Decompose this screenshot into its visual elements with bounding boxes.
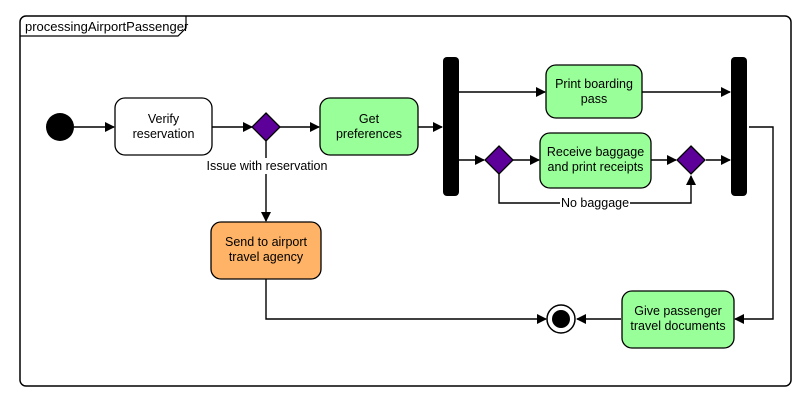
final-node[interactable] <box>546 304 576 334</box>
action-get-preferences[interactable]: Get preferences <box>319 97 419 156</box>
agency-line1: Send to airport <box>225 235 308 249</box>
frame-tab <box>20 16 187 37</box>
edge-label-no-baggage: No baggage <box>561 196 629 210</box>
edge-join-documents <box>734 126 774 324</box>
documents-line1: Give passenger <box>634 304 722 318</box>
edge-agency-final <box>265 279 547 324</box>
issue-label-bg <box>204 158 330 174</box>
action-receive-baggage[interactable]: Receive baggage and print receipts <box>539 132 652 189</box>
preferences-line1: Get <box>359 112 380 126</box>
baggage-line1: Receive baggage <box>547 145 644 159</box>
boarding-line2: pass <box>581 92 607 106</box>
preferences-line2: preferences <box>336 127 402 141</box>
action-print-boarding-pass[interactable]: Print boarding pass <box>545 64 643 119</box>
decision-reservation[interactable] <box>251 112 281 142</box>
fork-bar[interactable] <box>443 57 459 196</box>
merge-baggage[interactable] <box>676 145 706 175</box>
join-bar[interactable] <box>731 57 747 196</box>
no-baggage-label-bg <box>560 196 630 211</box>
action-send-to-agency[interactable]: Send to airport travel agency <box>210 221 322 280</box>
agency-line2: travel agency <box>229 250 304 264</box>
boarding-line1: Print boarding <box>555 77 633 91</box>
action-verify-reservation[interactable]: Verify reservation <box>114 97 213 156</box>
baggage-line2: and print receipts <box>548 160 644 174</box>
decision-baggage[interactable] <box>484 145 514 175</box>
documents-line2: travel documents <box>630 319 725 333</box>
verify-line1: Verify <box>148 112 180 126</box>
frame-title: processingAirportPassenger <box>25 19 189 34</box>
verify-line2: reservation <box>133 127 195 141</box>
action-give-documents[interactable]: Give passenger travel documents <box>621 290 735 349</box>
edge-label-issue: Issue with reservation <box>207 159 328 173</box>
initial-node[interactable] <box>46 113 74 141</box>
